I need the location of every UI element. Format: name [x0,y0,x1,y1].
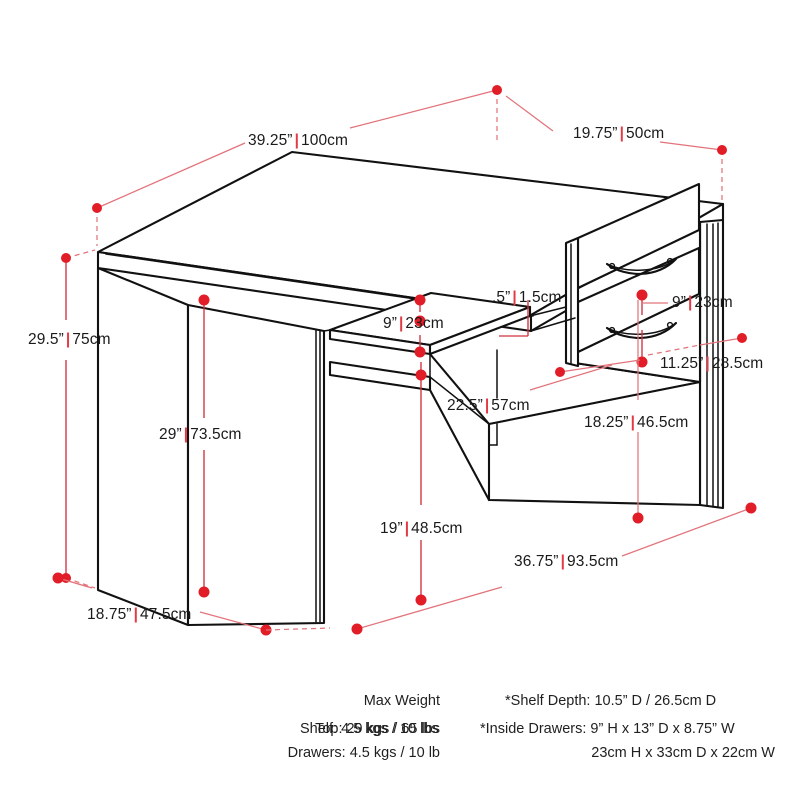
label-drawer-unit-height: 18.25”|46.5cm [584,414,689,431]
back-panel [487,380,702,507]
dimension-shelf-width [414,315,613,446]
label-leg-panel-height: 29”|73.5cm [159,426,242,443]
label-shelf-clearance: 9”|23cm [383,315,444,332]
shelf-back-rail [428,352,491,502]
dimension-desk-depth [505,95,727,202]
right-rear-leg [698,218,725,510]
max-weight-heading: Max Weight [363,693,440,709]
label-desk-depth: 19.75”|50cm [573,125,665,142]
label-leg-panel-depth: 18.75”|47.5cm [87,606,192,623]
inside-drawers-imperial-note: *Inside Drawers: 9” H x 13” D x 8.75” W [480,721,735,737]
dimension-desk-height [61,253,96,589]
drawer-handle-top-icon [605,257,678,275]
label-desk-height: 29.5”|75cm [28,331,111,348]
label-knee-clearance: 19”|48.5cm [380,520,463,537]
dimension-drawer-width [555,333,747,377]
dimension-desk-width [65,85,502,259]
dimension-drawer-height [636,289,668,368]
dimension-drawer-unit-height [632,300,644,524]
label-shelf-thickness: .5”|1.5cm [492,289,562,306]
max-weight-drawers: Drawers: 4.5 kgs / 10 lb [287,745,440,761]
desk-underside-lines [323,306,576,332]
dimension-shelf-thickness [499,300,529,337]
max-weight-shelf: Shelf: 4.5 kgs / 10 lbs [300,721,439,737]
dimension-knee-clearance [415,362,427,606]
label-inner-width: 36.75”|93.5cm [514,553,619,570]
left-side-panel [96,266,326,627]
drawer-unit-left-edge [564,236,580,368]
dimension-leg-panel-height [198,294,210,598]
label-separator: | [294,132,299,149]
label-drawer-height: 9”|23cm [672,294,733,311]
dimension-shelf-clearance [414,294,426,358]
dimension-leg-panel-depth [52,572,331,636]
open-shelf [328,291,532,392]
max-weight-top: Top: 29 kgs / 65 lbs [315,721,440,737]
dimension-inner-width [351,502,757,635]
label-desk-width: 39.25”|100cm [248,132,349,149]
inside-drawers-metric-note: 23cm H x 33cm D x 22cm W [591,745,775,761]
label-drawer-width: 11.25”|28.5cm [660,355,764,372]
label-shelf-width: 22.5”|57cm [447,397,530,414]
shelf-depth-note: *Shelf Depth: 10.5” D / 26.5cm D [505,693,717,709]
